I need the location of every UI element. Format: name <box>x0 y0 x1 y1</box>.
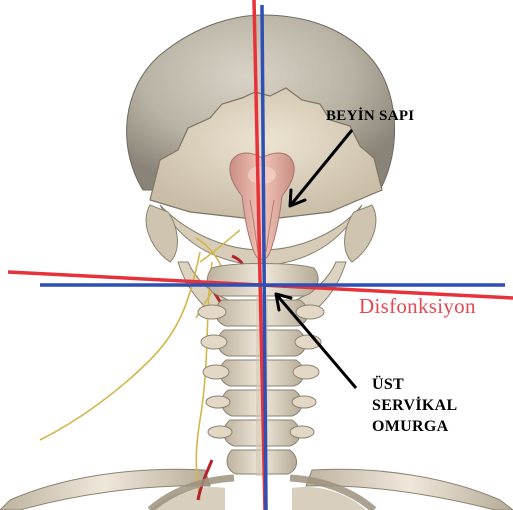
brainstem-label: BEYİN SAPI <box>326 108 414 125</box>
dysfunction-label: Disfonksiyon <box>359 294 476 319</box>
upper-cervical-spine-label: ÜST SERVİKAL OMURGA <box>372 374 457 437</box>
cervical-label-line: OMURGA <box>372 416 457 437</box>
cervical-label-line: SERVİKAL <box>372 395 457 416</box>
cervical-label-line: ÜST <box>372 374 457 395</box>
